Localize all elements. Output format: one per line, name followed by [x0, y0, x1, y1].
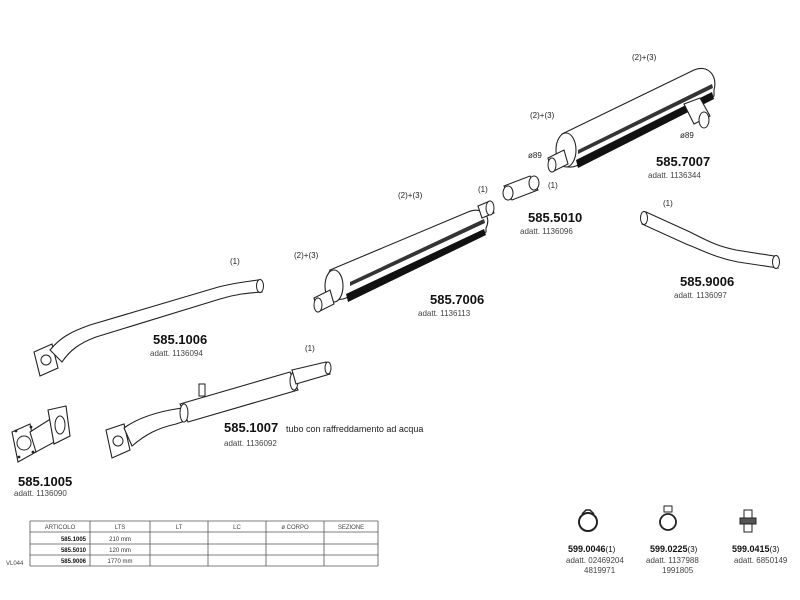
table-row-2-lts: 120 mm: [109, 548, 131, 554]
part-585-1005-adatt: adatt. 1136090: [14, 489, 67, 498]
part-585-1006-qty: (1): [230, 257, 240, 266]
part-585-1007-qty: (1): [305, 344, 315, 353]
table-row-2-articolo: 585.5010: [61, 548, 87, 554]
part-585-7007-qty-inlet: (2)+(3): [530, 111, 555, 120]
table-row-1-lts: 210 mm: [109, 537, 131, 543]
accessory-3-adatt: adatt. 6850149: [734, 556, 788, 565]
accessory-1-code: 599.0046(1): [568, 544, 616, 554]
part-585-1006-code: 585.1006: [153, 332, 207, 347]
part-585-1006-drawing: [33, 279, 264, 377]
part-585-7007-qty-top: (2)+(3): [632, 53, 657, 62]
part-585-1005-code: 585.1005: [18, 474, 72, 489]
part-585-5010-qty-right: (1): [548, 181, 558, 190]
part-585-1007-description: tubo con raffreddamento ad acqua: [286, 424, 423, 434]
part-585-9006-qty: (1): [663, 199, 673, 208]
part-585-7007-adatt: adatt. 1136344: [648, 171, 701, 180]
part-585-5010-adatt: adatt. 1136096: [520, 227, 573, 236]
dimensions-table: ARTICOLO LTS LT LC ø CORPO SEZIONE 585.1…: [6, 520, 379, 567]
accessory-2-adatt-2: 1991805: [662, 566, 694, 575]
accessory-1-adatt-2: 4819971: [584, 566, 616, 575]
part-585-9006-adatt: adatt. 1136097: [674, 291, 727, 300]
table-side-label: VL044: [6, 561, 24, 567]
accessory-1-adatt: adatt. 02469204: [566, 556, 624, 565]
part-585-7006-adatt: adatt. 1136113: [418, 309, 471, 318]
part-585-7006-code: 585.7006: [430, 292, 484, 307]
part-585-7006-drawing: [313, 200, 495, 313]
clamp-ring-icon: [659, 505, 677, 531]
part-585-7007-code: 585.7007: [656, 154, 710, 169]
part-585-9006-code: 585.9006: [680, 274, 734, 289]
accessory-2-code: 599.0225(3): [650, 544, 698, 554]
part-585-7006-qty-outlet: (2)+(3): [398, 191, 423, 200]
table-header-lts: LTS: [115, 525, 126, 531]
table-header-lc: LC: [233, 525, 241, 531]
table-row-3-lts: 1770 mm: [107, 559, 132, 565]
part-585-5010-qty-left: (1): [478, 185, 488, 194]
part-585-7007-diameter-outlet: ø89: [680, 131, 694, 140]
table-header-lt: LT: [176, 525, 183, 531]
clamp-icon: [578, 509, 598, 532]
accessory-2-adatt: adatt. 1137988: [646, 556, 699, 565]
table-header-sezione: SEZIONE: [338, 525, 364, 531]
mounting-rubber-icon: [739, 509, 757, 533]
table-header-articolo: ARTICOLO: [45, 525, 76, 531]
table-header-diameter: ø CORPO: [281, 525, 309, 531]
table-row-1-articolo: 585.1005: [61, 537, 87, 543]
part-585-1006-adatt: adatt. 1136094: [150, 349, 203, 358]
part-585-9006-drawing: [640, 211, 780, 269]
accessory-3-code: 599.0415(3): [732, 544, 780, 554]
part-585-7006-qty-inlet: (2)+(3): [294, 251, 319, 260]
table-row-3-articolo: 585.9006: [61, 559, 87, 565]
part-585-5010-drawing: [502, 175, 540, 201]
part-585-7007-diameter-inlet: ø89: [528, 151, 542, 160]
part-585-1007-drawing: [105, 361, 332, 459]
part-585-1005-drawing: [11, 405, 71, 463]
part-585-5010-code: 585.5010: [528, 210, 582, 225]
part-585-1007-adatt: adatt. 1136092: [224, 439, 277, 448]
part-585-7007-drawing: [547, 68, 716, 173]
part-585-1007-code: 585.1007: [224, 420, 278, 435]
